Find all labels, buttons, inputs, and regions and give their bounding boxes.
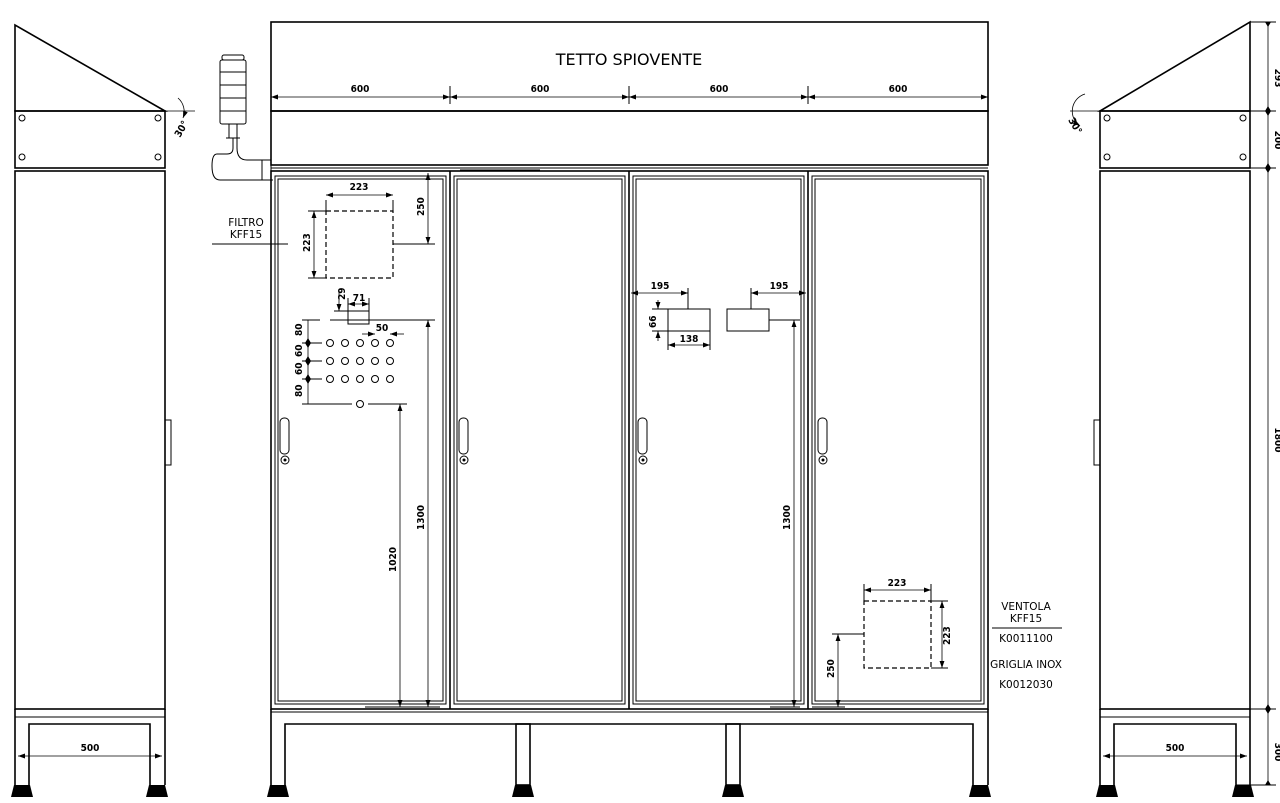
door-3 [632, 175, 805, 705]
right-side-handle [1093, 419, 1101, 466]
grille-label: GRIGLIA INOX [990, 659, 1062, 671]
side-body-height-dim: 1800 [1272, 427, 1280, 452]
grille-code: K0012030 [999, 679, 1053, 691]
door-3-handle [637, 417, 648, 465]
filter-label-line2: KFF15 [230, 229, 262, 241]
right-body [1099, 170, 1251, 710]
row4-spacing-dim: 80 [294, 384, 305, 397]
left-foot-2 [146, 785, 168, 797]
cut-height-dim: 66 [648, 315, 659, 328]
hole-grid [326, 339, 394, 408]
filter-top-offset-dim: 250 [416, 197, 427, 216]
filter-cutout [325, 210, 394, 279]
left-base-depth-dim: 500 [81, 743, 100, 754]
left-roof-triangle [14, 23, 169, 112]
side-base-height-dim: 300 [1272, 743, 1280, 762]
fan-width-dim: 223 [888, 578, 907, 589]
row1-spacing-dim: 80 [294, 323, 305, 336]
fan-height-dim: 223 [942, 626, 953, 645]
right-roof-triangle [1097, 20, 1251, 112]
fan-label-line2: KFF15 [1010, 613, 1042, 625]
filter-height-dim: 223 [302, 233, 313, 252]
left-side-view: 500 30° [11, 23, 195, 797]
cut-right-offset-dim: 195 [770, 281, 789, 292]
front-hood [270, 110, 989, 166]
left-height-1300-dim: 1300 [416, 505, 427, 530]
filter-width-dim: 223 [350, 182, 369, 193]
bay-1-width: 600 [351, 84, 370, 95]
small-cutout-width-dim: 71 [353, 293, 366, 304]
left-hood [14, 110, 166, 169]
small-cutout-height-dim: 29 [337, 287, 348, 300]
bay-3-width: 600 [710, 84, 729, 95]
signal-beacon [211, 54, 273, 181]
left-height-1020-dim: 1020 [388, 547, 399, 572]
fan-bottom-dim: 250 [826, 659, 837, 678]
cutout-right [726, 308, 770, 332]
left-roof-angle: 30° [173, 119, 191, 139]
door-2 [453, 175, 626, 705]
side-roof-height-dim: 293 [1272, 69, 1280, 88]
door-4-handle [817, 417, 828, 465]
left-body [14, 170, 166, 710]
right-side-view: 500 30° 293 200 1800 300 [1065, 20, 1280, 797]
hole-spacing-dim: 50 [376, 323, 389, 334]
fan-cutout [863, 600, 932, 669]
row3-spacing-dim: 60 [294, 362, 305, 375]
bay-4-width: 600 [889, 84, 908, 95]
door-4 [811, 175, 985, 705]
roof-label: TETTO SPIOVENTE [555, 50, 703, 69]
front-view: TETTO SPIOVENTE 600 600 600 600 [212, 21, 1062, 797]
fan-label-line1: VENTOLA [1001, 601, 1051, 613]
small-cutout [347, 310, 370, 325]
right-height-1300-dim: 1300 [782, 505, 793, 530]
filter-label-line1: FILTRO [228, 217, 264, 229]
cutout-left [667, 308, 711, 332]
front-base-frame [270, 709, 989, 785]
cut-left-offset-dim: 195 [651, 281, 670, 292]
right-base-depth-dim: 500 [1166, 743, 1185, 754]
door-1-handle [279, 417, 290, 465]
bay-2-width: 600 [531, 84, 550, 95]
left-foot-1 [11, 785, 33, 797]
door-1 [274, 175, 447, 705]
fan-code: K0011100 [999, 633, 1053, 645]
side-hood-height-dim: 200 [1272, 131, 1280, 150]
right-roof-angle: 30° [1065, 116, 1083, 136]
right-hood [1099, 110, 1251, 169]
row2-spacing-dim: 60 [294, 344, 305, 357]
left-side-handle [164, 419, 172, 466]
cut-width-dim: 138 [680, 334, 699, 345]
door-2-handle [458, 417, 469, 465]
